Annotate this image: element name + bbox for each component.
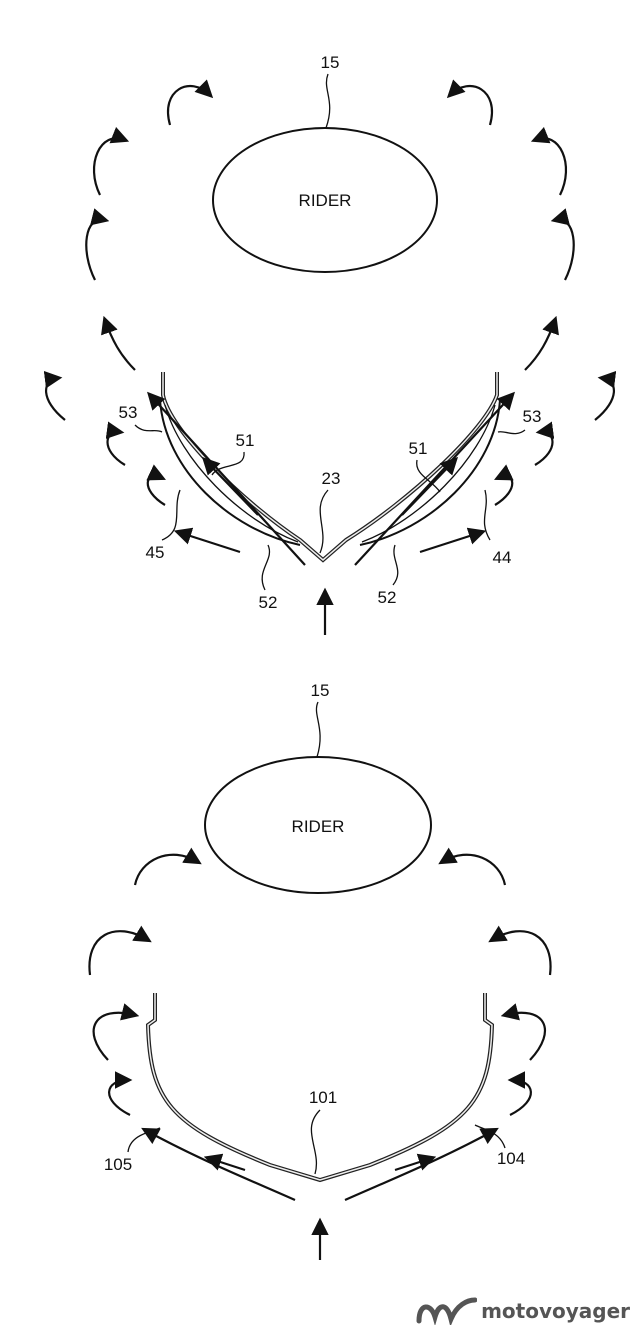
- rider-ellipse: [212, 127, 438, 273]
- ref-51-left: 51: [236, 431, 255, 450]
- figure-top: RIDER 15 53 53 51 51 23 45 44 52 52: [43, 53, 617, 635]
- rider-label: RIDER: [292, 817, 345, 836]
- figure-bottom: RIDER 15 101 105 104: [88, 681, 552, 1260]
- watermark-logo: motovoyager: [415, 1297, 630, 1325]
- watermark-text: motovoyager: [481, 1299, 630, 1323]
- ref-15: 15: [321, 53, 340, 72]
- ref-52-left: 52: [259, 593, 278, 612]
- ref-15-bottom: 15: [311, 681, 330, 700]
- ref-45: 45: [146, 543, 165, 562]
- airflow-arrows-top: [43, 79, 617, 635]
- rider-label: RIDER: [299, 191, 352, 210]
- ref-104: 104: [497, 1149, 525, 1168]
- ref-53-left: 53: [119, 403, 138, 422]
- ref-105: 105: [104, 1155, 132, 1174]
- ref-51-right: 51: [409, 439, 428, 458]
- ref-23: 23: [322, 469, 341, 488]
- ref-44: 44: [493, 548, 512, 567]
- windshield-101: [145, 993, 495, 1183]
- rider-ellipse: [204, 756, 432, 894]
- airflow-arrows-bottom: [88, 847, 552, 1260]
- ref-52-right: 52: [378, 588, 397, 607]
- logo-mark-icon: [416, 1297, 478, 1325]
- ref-53-right: 53: [523, 407, 542, 426]
- ref-101: 101: [309, 1088, 337, 1107]
